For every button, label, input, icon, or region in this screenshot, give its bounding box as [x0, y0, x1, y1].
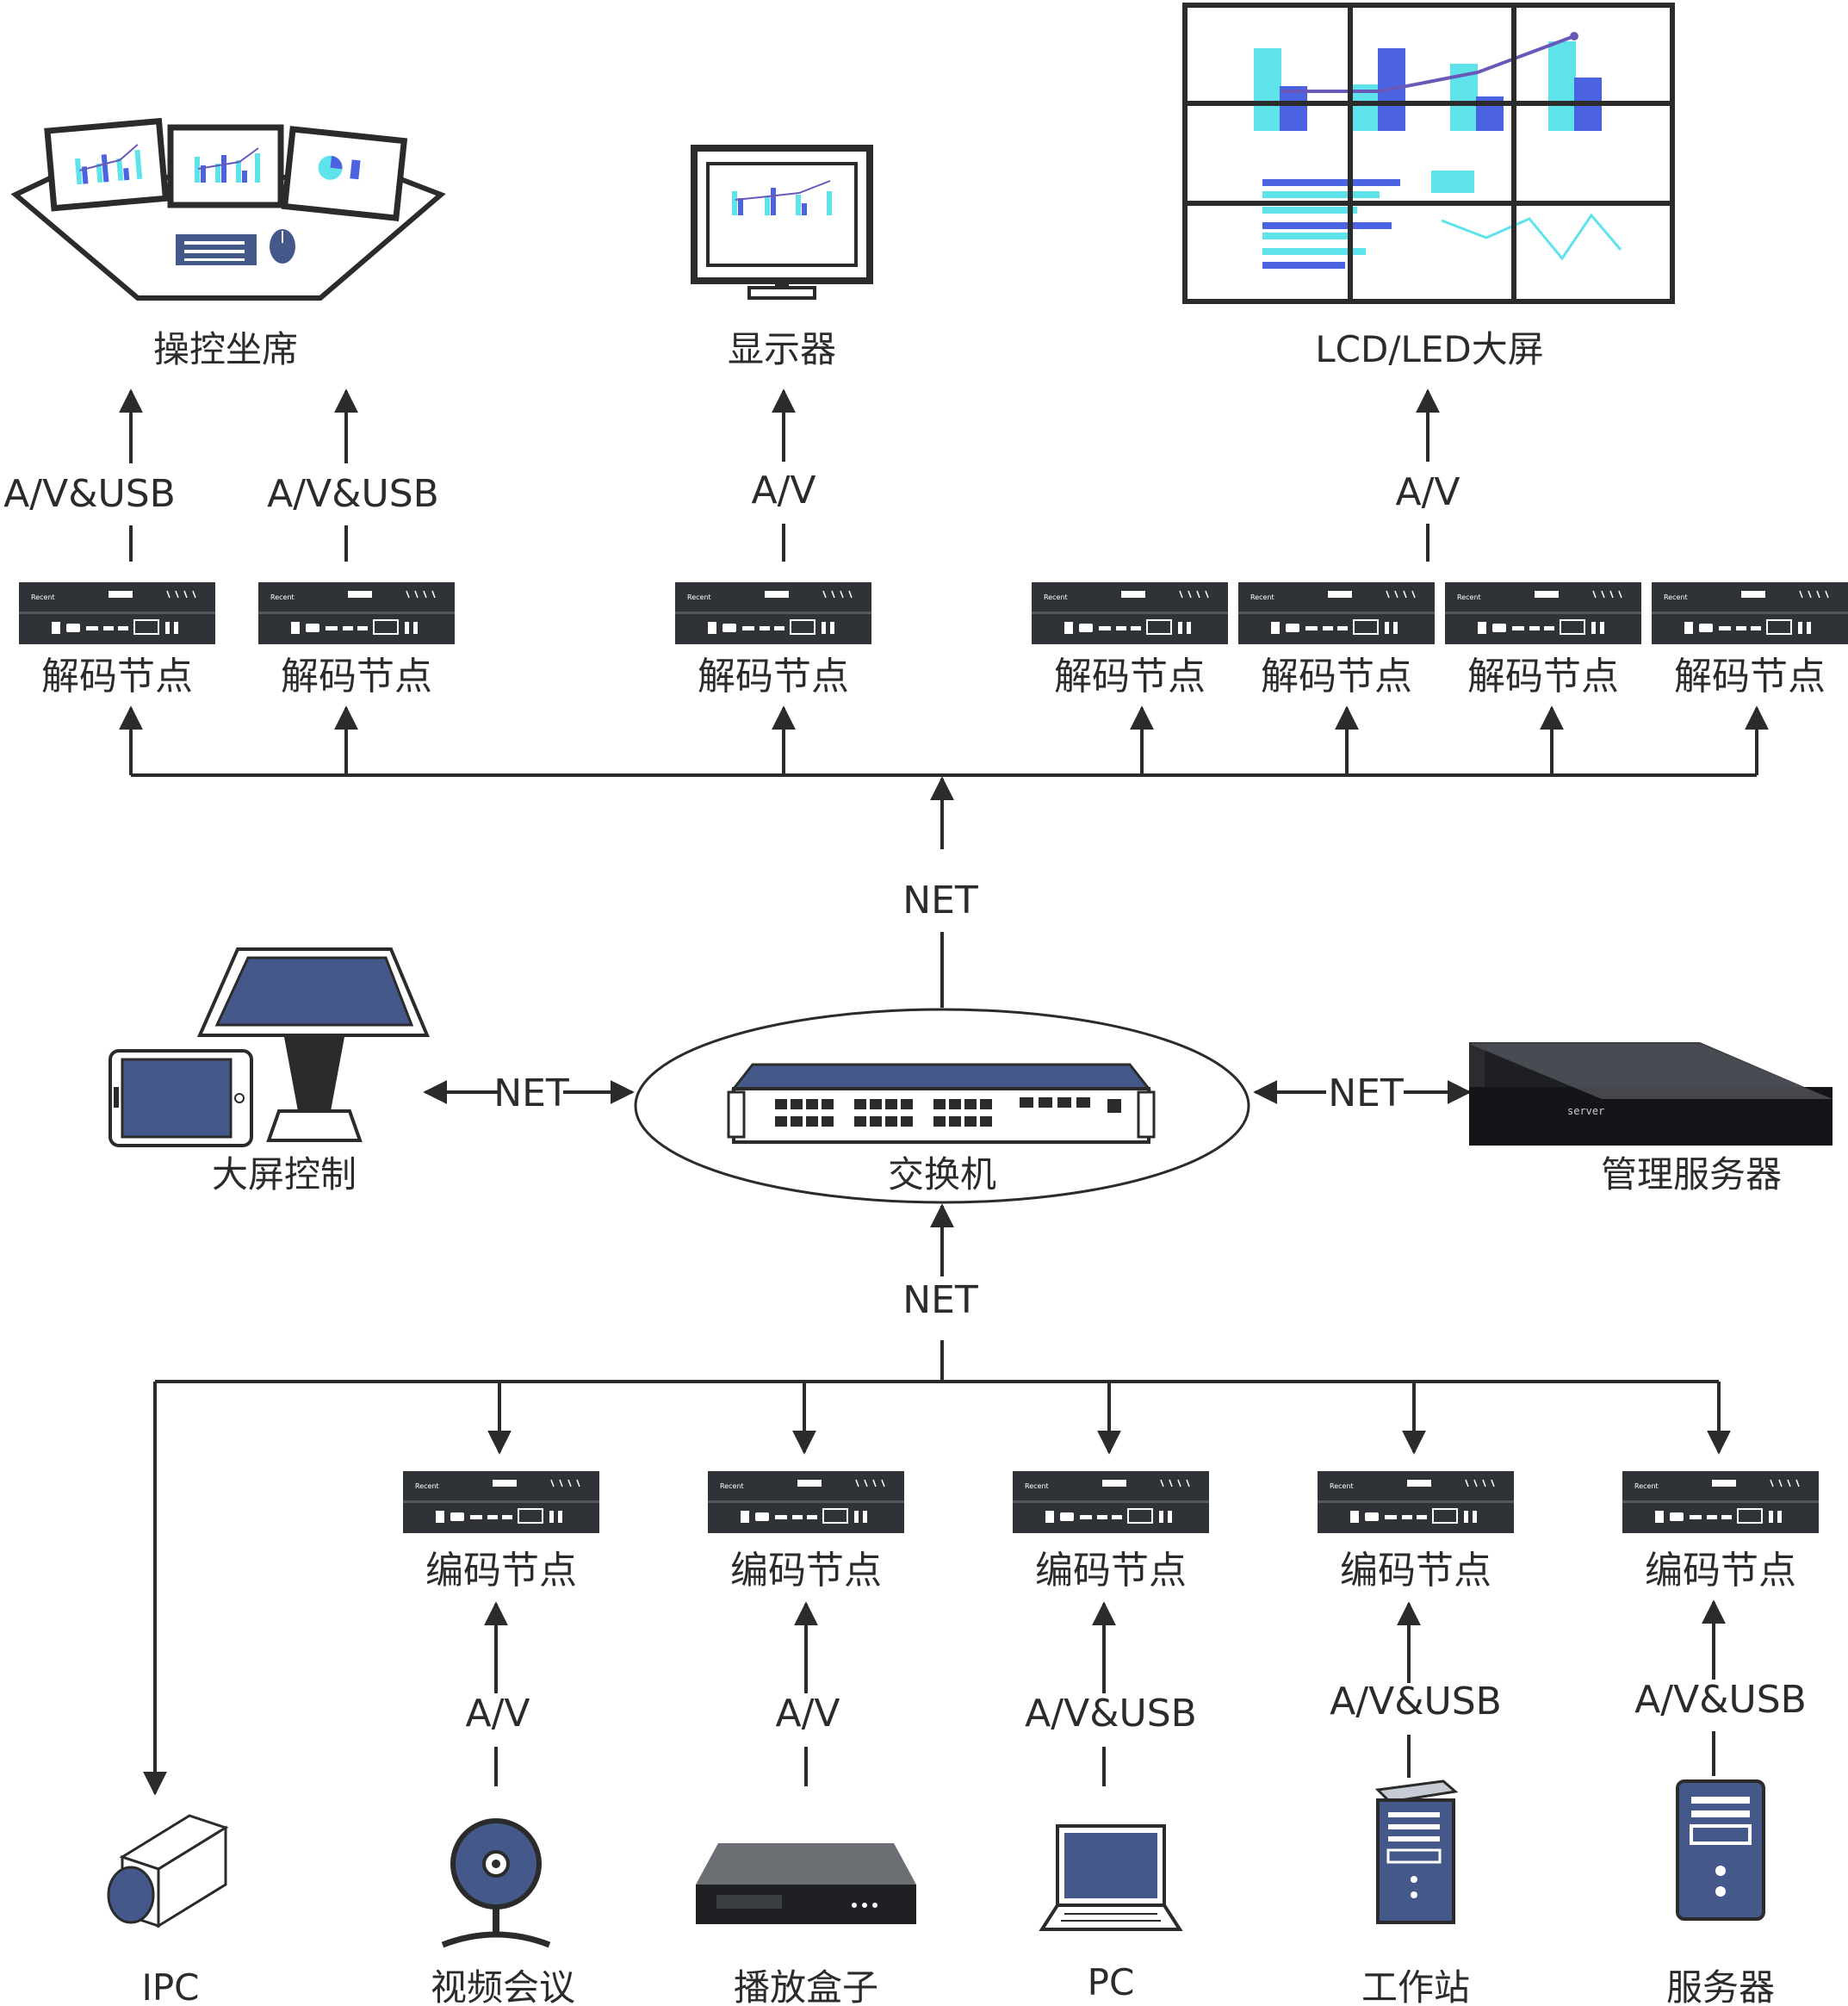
switch-icon [727, 1063, 1156, 1144]
videowall-label: LCD/LED大屏 [1315, 328, 1544, 370]
top-links [119, 388, 1440, 562]
encoder-label: 编码节点 [425, 1549, 577, 1593]
source-link-label: A/V [775, 1692, 840, 1736]
decoder-node-icon [1237, 581, 1436, 645]
source-label: IPC [141, 1966, 199, 2006]
monitor-icon [691, 145, 873, 300]
link-label-av-usb: A/V&USB [267, 472, 439, 516]
link-label-net: NET [493, 1071, 569, 1115]
webcam-icon [441, 1818, 551, 1948]
decoder-node-icon [1444, 581, 1642, 645]
wall-control-label: 大屏控制 [212, 1153, 357, 1196]
encoder-node-icon [1622, 1470, 1820, 1534]
server-rack-icon: server [1469, 1042, 1832, 1146]
source-link-label: A/V&USB [1634, 1678, 1807, 1722]
encoder-label: 编码节点 [1035, 1549, 1187, 1593]
decoder-label: 解码节点 [41, 655, 193, 699]
decoder-label: 解码节点 [281, 655, 432, 699]
decoder-label: 解码节点 [1467, 655, 1619, 699]
source-label: 播放盒子 [734, 1966, 878, 2006]
source-label: 视频会议 [431, 1966, 575, 2006]
tower-icon [1676, 1779, 1765, 1921]
encoder-node-icon [402, 1470, 600, 1534]
media-box-icon [696, 1843, 916, 1924]
console-desk-icon [10, 117, 446, 301]
link-label-av: A/V [1395, 470, 1460, 514]
source-link-label: A/V&USB [1330, 1680, 1502, 1723]
decoder-node-icon [18, 581, 216, 645]
encoder-label: 编码节点 [1645, 1549, 1796, 1593]
link-label-av: A/V [751, 469, 815, 512]
display-label: 显示器 [728, 328, 836, 370]
link-label-net: NET [902, 1278, 978, 1322]
decoder-node-icon [1651, 581, 1848, 645]
encoder-nodes [402, 1470, 1820, 1534]
switch-label: 交换机 [888, 1153, 996, 1196]
tablet-icon [109, 1049, 253, 1147]
encoder-label: 编码节点 [1340, 1549, 1491, 1593]
console-label: 操控坐席 [153, 328, 298, 370]
decoder-label: 解码节点 [1261, 655, 1412, 699]
decoder-label: 解码节点 [698, 655, 849, 699]
video-wall-icon [1182, 3, 1675, 304]
encoder-node-icon [1012, 1470, 1210, 1534]
source-link-label: A/V [465, 1692, 530, 1736]
source-links [484, 1599, 1726, 1786]
kiosk-icon [196, 947, 431, 1142]
decoder-node-icon [257, 581, 456, 645]
tower-icon [1374, 1779, 1459, 1924]
mgmt-server-label: 管理服务器 [1601, 1153, 1782, 1196]
laptop-icon [1039, 1824, 1183, 1931]
link-label-net: NET [1328, 1071, 1404, 1115]
encoder-node-icon [707, 1470, 905, 1534]
source-label: 服务器 [1666, 1966, 1775, 2006]
link-label-net: NET [902, 879, 978, 922]
server-faceplate-text: server [1567, 1105, 1604, 1117]
decoder-bus [119, 705, 1769, 1008]
link-label-av-usb: A/V&USB [3, 472, 176, 516]
decoder-node-icon [1031, 581, 1229, 645]
decoder-label: 解码节点 [1674, 655, 1826, 699]
decoder-node-icon [674, 581, 872, 645]
encoder-links [143, 1203, 1731, 1796]
decoder-label: 解码节点 [1054, 655, 1206, 699]
source-label: PC [1088, 1961, 1135, 2003]
decoder-nodes [18, 581, 1848, 645]
source-link-label: A/V&USB [1025, 1692, 1197, 1736]
source-label: 工作站 [1361, 1966, 1470, 2006]
encoder-label: 编码节点 [730, 1549, 882, 1593]
camera-icon [107, 1814, 229, 1928]
encoder-node-icon [1317, 1470, 1515, 1534]
